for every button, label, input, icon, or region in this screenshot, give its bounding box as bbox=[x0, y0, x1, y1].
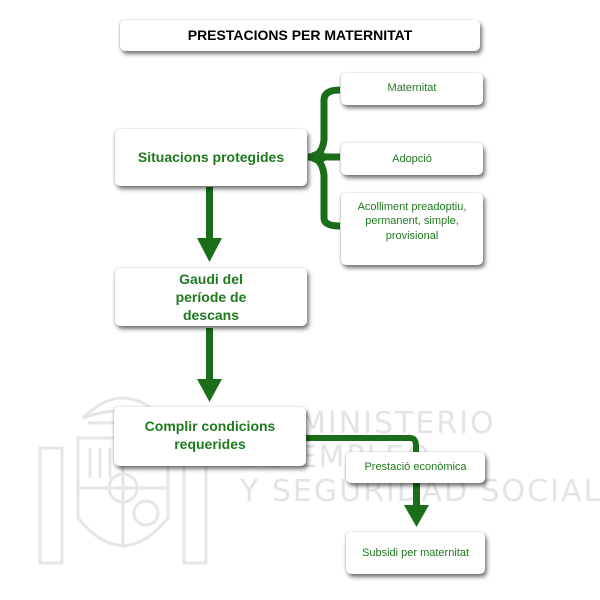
arrow-head-3 bbox=[404, 505, 429, 527]
node-label: Situacions protegides bbox=[137, 149, 285, 166]
node-label: Gaudi del període de descans bbox=[175, 270, 247, 324]
brace-knot bbox=[309, 151, 327, 163]
brace-connector bbox=[307, 86, 341, 161]
brace-connector-lower bbox=[307, 153, 341, 230]
arrow-head-2 bbox=[197, 379, 222, 402]
node-label: Adopció bbox=[392, 152, 432, 165]
node-label: Complir condicions requerides bbox=[144, 418, 276, 453]
node-gaudi-periode-descans: Gaudi del període de descans bbox=[115, 268, 307, 326]
arrow-head-1 bbox=[197, 238, 222, 262]
node-complir-condicions: Complir condicions requerides bbox=[114, 407, 306, 466]
node-adopcio: Adopció bbox=[341, 143, 483, 175]
node-acolliment: Acolliment preadoptiu, permanent, simple… bbox=[341, 193, 483, 265]
elbow-connector bbox=[305, 435, 419, 456]
node-prestacio-economica: Prestació econòmica bbox=[346, 452, 485, 483]
node-label: Prestació econòmica bbox=[364, 461, 467, 474]
node-maternitat: Maternitat bbox=[341, 73, 483, 105]
node-label: Acolliment preadoptiu, permanent, simple… bbox=[357, 201, 467, 242]
node-label: Subsidi per maternitat bbox=[362, 546, 469, 559]
coat-of-arms-watermark-icon bbox=[38, 396, 208, 565]
diagram-title: PRESTACIONS PER MATERNITAT bbox=[187, 27, 413, 44]
node-subsidi-maternitat: Subsidi per maternitat bbox=[346, 532, 485, 574]
arrow-shaft-3 bbox=[413, 482, 420, 506]
arrow-shaft-1 bbox=[206, 187, 213, 239]
arrow-shaft-2 bbox=[206, 328, 213, 380]
title-box: PRESTACIONS PER MATERNITAT bbox=[120, 20, 480, 51]
node-situacions-protegides: Situacions protegides bbox=[115, 129, 307, 186]
node-label: Maternitat bbox=[387, 82, 437, 94]
